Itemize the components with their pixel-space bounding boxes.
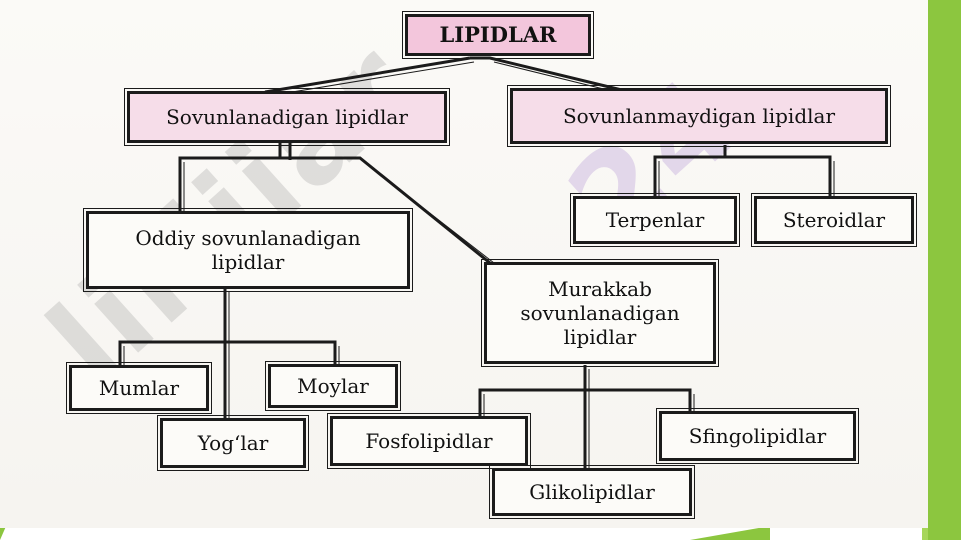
node-lipidlar: LIPIDLAR [402,11,594,59]
node-glycolipids: Glikolipidlar [489,465,695,519]
node-oils-label: Moylar [297,374,369,398]
node-sphingolipids-label: Sfingolipidlar [688,424,827,448]
node-waxes: Mumlar [66,362,212,414]
node-fats: Yog‘lar [157,415,309,471]
slide-green-bar-right [928,0,961,540]
node-unsaponifiable: Sovunlanmaydigan lipidlar [507,85,891,147]
node-oils: Moylar [265,361,401,411]
node-glycolipids-label: Glikolipidlar [529,480,655,504]
node-sphingolipids: Sfingolipidlar [656,408,859,464]
node-simple-label: Oddiy sovunlanadigan lipidlar [135,226,361,274]
node-complex-label: Murakkab sovunlanadigan lipidlar [520,277,680,349]
node-terpenes-label: Terpenlar [605,208,705,232]
node-terpenes: Terpenlar [570,193,740,247]
node-fats-label: Yog‘lar [197,431,269,455]
node-phospholipids-label: Fosfolipidlar [365,429,493,453]
node-simple: Oddiy sovunlanadigan lipidlar [83,208,413,292]
slide-green-corner-bottom [690,526,770,540]
node-lipidlar-label: LIPIDLAR [439,22,557,48]
node-phospholipids: Fosfolipidlar [327,413,531,469]
node-saponifiable-label: Sovunlanadigan lipidlar [166,105,408,129]
node-saponifiable: Sovunlanadigan lipidlar [124,88,450,146]
node-waxes-label: Mumlar [98,376,180,400]
node-unsaponifiable-label: Sovunlanmaydigan lipidlar [562,104,836,128]
node-complex: Murakkab sovunlanadigan lipidlar [481,259,719,367]
node-steroids-label: Steroidlar [782,208,886,232]
node-steroids: Steroidlar [751,193,917,247]
